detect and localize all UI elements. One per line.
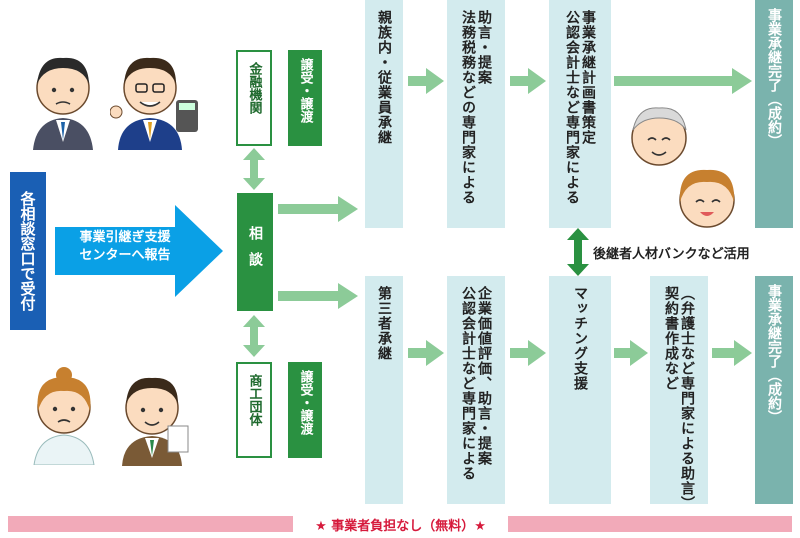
report-arrow <box>55 205 223 297</box>
bottom-arrow-1 <box>408 340 444 366</box>
bottom-arrow-2 <box>510 340 546 366</box>
contract-line2: （弁護士など専門家による助言） <box>679 286 695 511</box>
succession-plan-line1: 公認会計士など専門家による <box>564 10 580 205</box>
third-party-text: 第三者承継 <box>376 286 392 361</box>
valuation-line2: 企業価値評価、助言・提案 <box>476 286 492 466</box>
report-arrow-line2: センターへ報告 <box>79 248 171 263</box>
person-woman-icon <box>33 367 95 465</box>
top-arrow-2 <box>510 68 546 94</box>
footer-text: ★ 事業者負担なし（無料）★ <box>315 519 486 534</box>
finance-label: 金融機関 <box>246 62 262 114</box>
contract-box: 契約書作成など （弁護士など専門家による助言） <box>650 276 708 511</box>
bank-double-arrow <box>567 228 589 276</box>
valuation-line1: 公認会計士など専門家による <box>460 286 476 481</box>
valuation-box: 公認会計士など専門家による 企業価値評価、助言・提案 <box>447 276 505 504</box>
succession-plan-line2: 事業承継計画書策定 <box>580 10 596 145</box>
footer-bar-left <box>8 516 293 532</box>
succession-plan-box: 公認会計士など専門家による 事業承継計画書策定 <box>549 0 611 228</box>
finance-transfer-text: 譲受・譲渡 <box>297 58 313 123</box>
top-completion-box: 事業承継完了（成約） <box>755 0 793 228</box>
commerce-transfer-box: 譲受・譲渡 <box>288 362 322 458</box>
legal-advice-line2: 助言・提案 <box>476 10 492 85</box>
bottom-arrow-3 <box>614 340 648 366</box>
legal-advice-line1: 法務税務などの専門家による <box>460 10 476 205</box>
contract-line1: 契約書作成など <box>663 286 679 391</box>
person-accountant-icon <box>110 57 198 150</box>
consult-to-family-arrow <box>278 196 358 222</box>
person-elder-icon <box>631 107 687 166</box>
report-arrow-text: 事業引継ぎ支援 センターへ報告 <box>60 229 190 265</box>
third-party-box: 第三者承継 <box>365 276 403 504</box>
finance-consult-arrow <box>243 148 265 190</box>
commerce-consult-arrow <box>243 315 265 357</box>
top-completion-text: 事業承継完了（成約） <box>766 8 782 148</box>
commerce-label: 商工団体 <box>246 374 262 426</box>
top-arrow-3 <box>614 68 752 94</box>
bottom-completion-box: 事業承継完了（成約） <box>755 276 793 504</box>
report-arrow-line1: 事業引継ぎ支援 <box>79 230 171 245</box>
finance-box: 金融機関 <box>236 50 272 146</box>
commerce-transfer-text: 譲受・譲渡 <box>297 370 313 435</box>
bank-label: 後継者人材バンクなど活用 <box>593 247 750 262</box>
family-succession-box: 親族内・従業員承継 <box>365 0 403 228</box>
consult-to-third-arrow <box>278 283 358 309</box>
family-succession-text: 親族内・従業員承継 <box>376 10 392 145</box>
bottom-completion-text: 事業承継完了（成約） <box>766 284 782 424</box>
reception-box: 各相談窓口で受付 <box>10 172 46 330</box>
legal-advice-box: 法務税務などの専門家による 助言・提案 <box>447 0 505 228</box>
top-arrow-1 <box>408 68 444 94</box>
matching-box: マッチング支援 <box>549 276 611 504</box>
person-businessman-icon <box>122 377 189 466</box>
bottom-arrow-4 <box>712 340 752 366</box>
person-young-woman-icon <box>679 169 735 228</box>
finance-transfer-box: 譲受・譲渡 <box>288 50 322 146</box>
consultation-box: 相談 <box>237 193 273 311</box>
matching-text: マッチング支援 <box>572 286 588 391</box>
commerce-box: 商工団体 <box>236 362 272 458</box>
reception-text: 各相談窓口で受付 <box>18 191 37 311</box>
consultation-text: 相談 <box>247 226 263 278</box>
person-worried-man-icon <box>33 57 93 150</box>
footer-bar-right <box>508 516 792 532</box>
